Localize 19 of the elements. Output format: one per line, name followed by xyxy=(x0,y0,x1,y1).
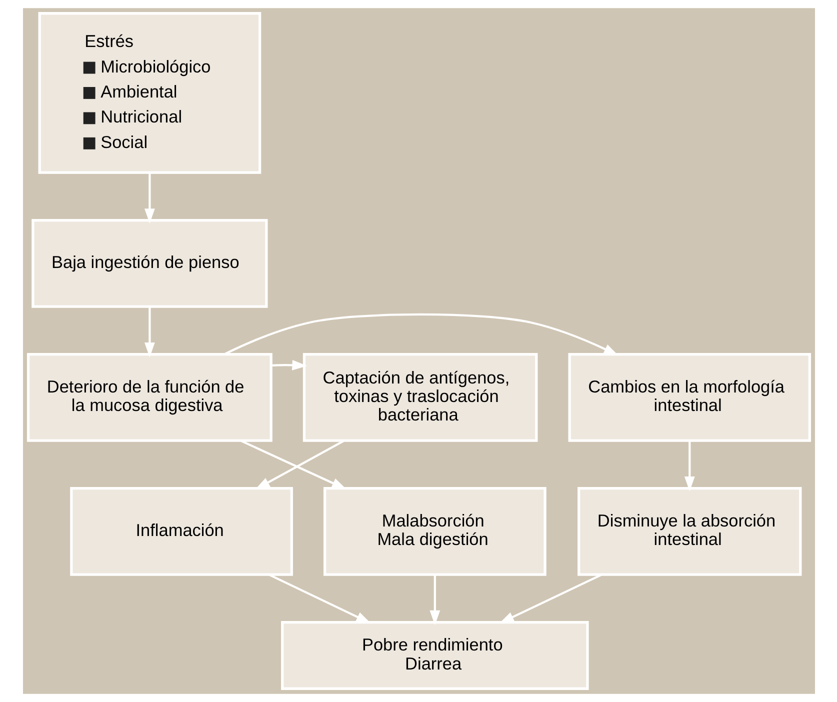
node-box: Deterioro de la función de la mucosa digestiva xyxy=(26,352,272,442)
arrow xyxy=(144,172,154,224)
arrow xyxy=(240,440,346,490)
node-box: Inflamación xyxy=(70,486,292,576)
node-box: Disminuye la absorción intestinal xyxy=(577,486,802,576)
node-box: Malabsorción Mala digestión xyxy=(322,486,546,576)
node-box: Captación de antígenos, toxinas y traslocación bacteriana xyxy=(302,352,538,442)
node-box: Cambios en la morfología intestinal xyxy=(568,352,811,442)
arrow xyxy=(254,440,344,490)
node-box: Estrés Microbiológico Ambiental Nutricional Social xyxy=(38,12,261,174)
arrow xyxy=(270,360,307,370)
node-box: Pobre rendimiento Diarrea xyxy=(280,620,588,690)
arrow xyxy=(684,440,694,492)
arrow xyxy=(268,574,371,624)
arrow xyxy=(429,574,440,626)
node-box: Baja ingestión de pienso xyxy=(31,219,268,308)
arrow xyxy=(498,574,602,624)
arrow xyxy=(223,313,618,356)
arrow xyxy=(144,306,154,358)
